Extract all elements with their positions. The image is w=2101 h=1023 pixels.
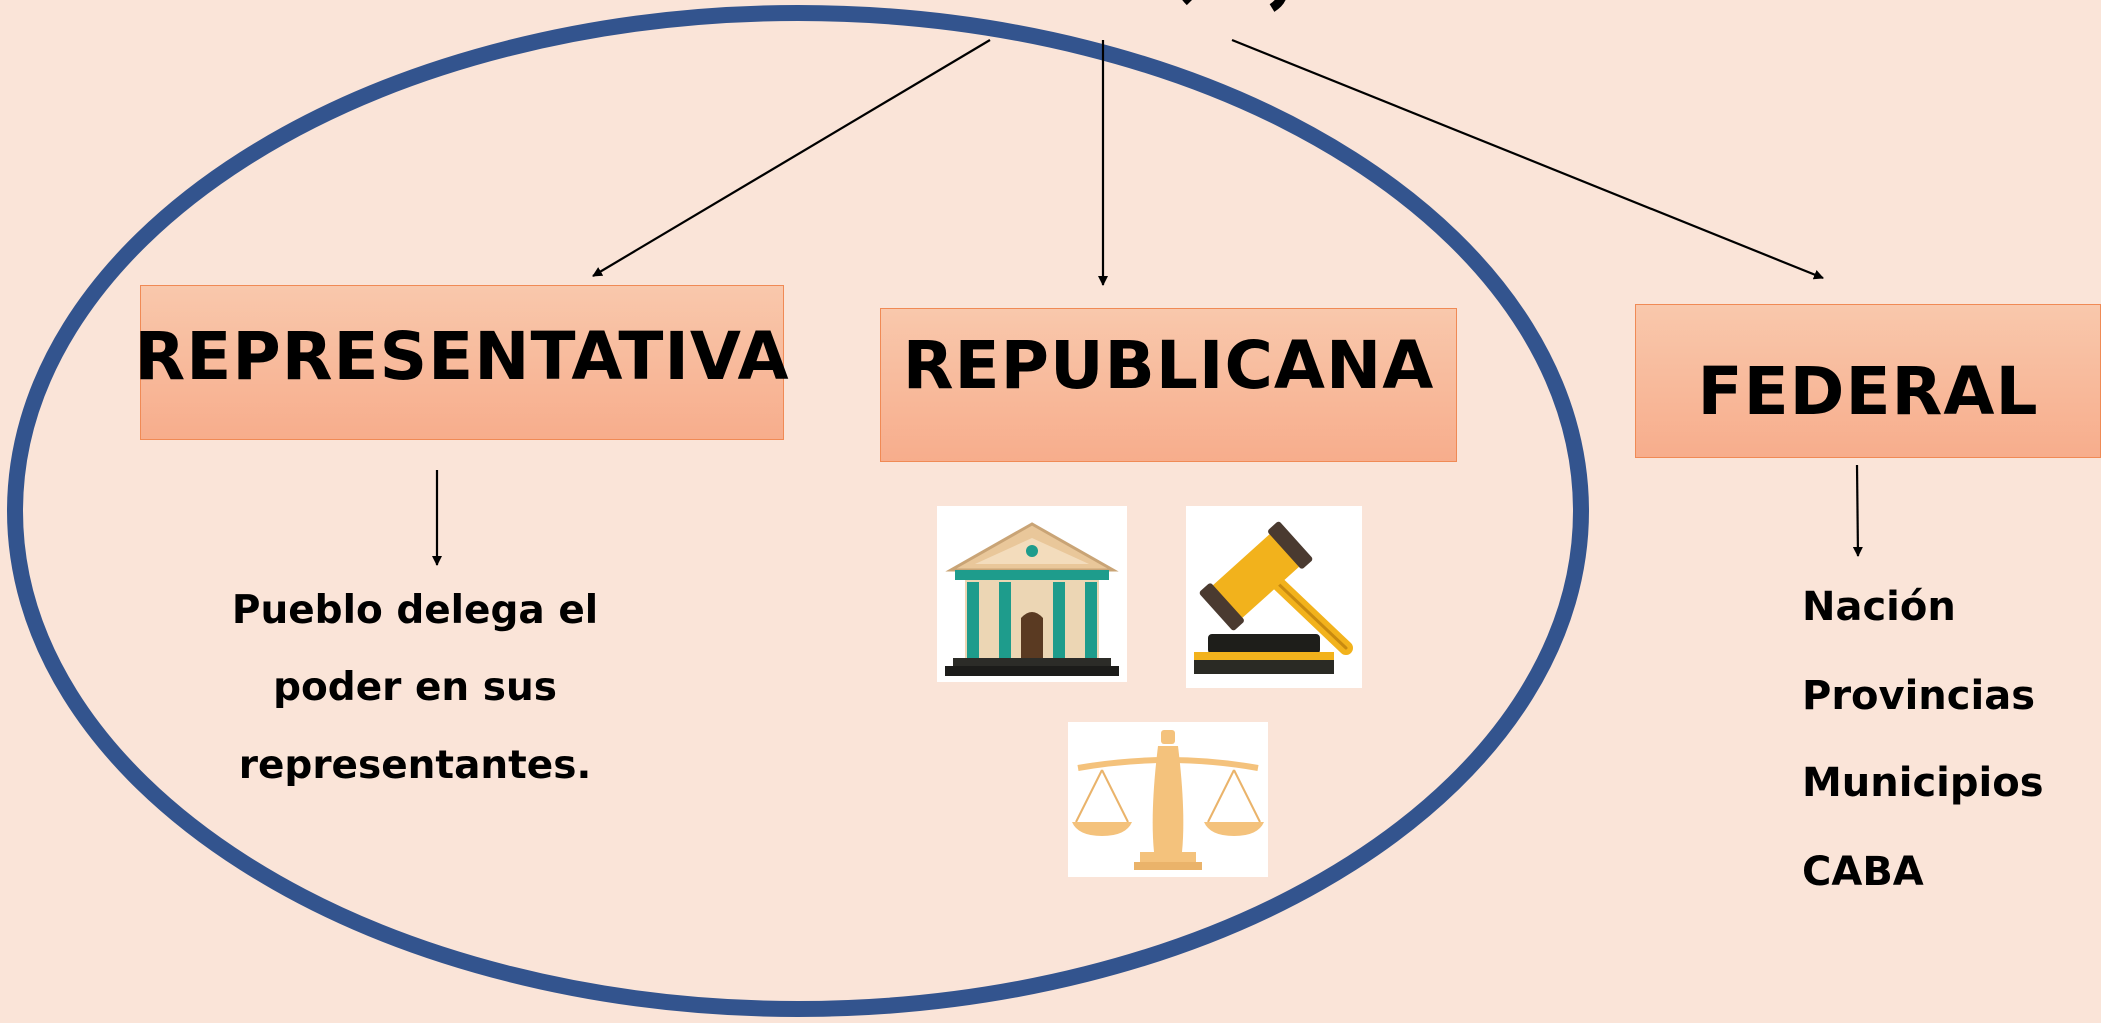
federal-item-caba: CABA — [1802, 849, 1924, 895]
government-building-icon — [937, 506, 1127, 682]
arrow-to-federal — [1231, 38, 1824, 280]
representativa-description-line-2: poder en sus — [273, 665, 557, 710]
grouping-ellipse — [7, 5, 1589, 1017]
scales-of-justice-icon — [1068, 722, 1268, 877]
federal-item-nacion: Nación — [1802, 584, 1956, 630]
node-republicana: REPUBLICANA — [880, 308, 1457, 462]
federal-item-municipios: Municipios — [1802, 760, 2044, 806]
gavel-icon — [1186, 506, 1362, 688]
federal-item-provincias: Provincias — [1802, 673, 2036, 719]
arrow-to-federal-items — [1852, 464, 1863, 557]
node-federal: FEDERAL — [1635, 304, 2101, 458]
arrow-to-representativa — [592, 39, 991, 277]
representativa-description-line-3: representantes. — [238, 743, 592, 788]
cropped-title-fragment — [1182, 0, 1286, 12]
representativa-description-line-1: Pueblo delega el — [231, 588, 599, 633]
node-representativa: REPRESENTATIVA — [134, 285, 789, 440]
